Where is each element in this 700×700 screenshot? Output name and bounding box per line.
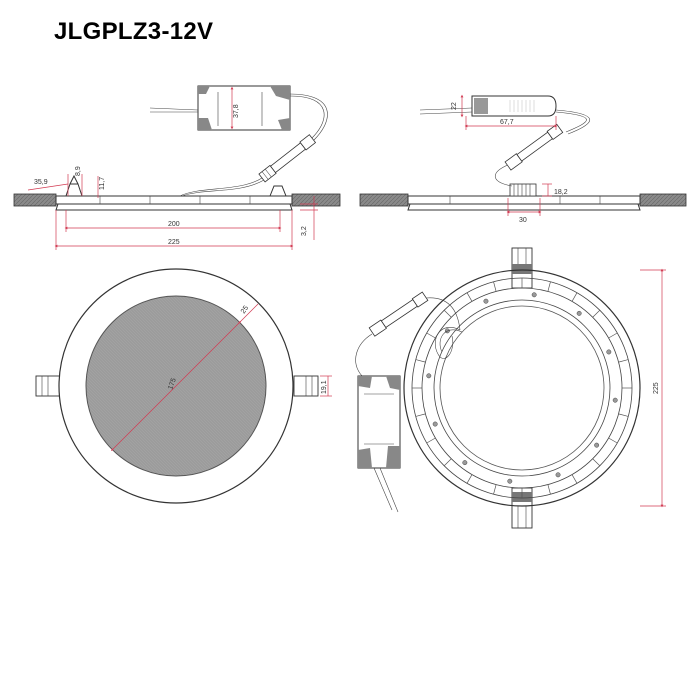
rib-screw bbox=[531, 292, 537, 298]
rib-line bbox=[547, 484, 551, 495]
rib-line bbox=[571, 474, 578, 484]
dim-19-1: 19,1 bbox=[321, 380, 328, 394]
dim-225-back: 225 bbox=[653, 382, 660, 394]
dim-3-2: 3,2 bbox=[301, 226, 308, 236]
rib-line bbox=[426, 332, 436, 339]
rib-line bbox=[592, 309, 601, 318]
dim-22: 22 bbox=[451, 102, 458, 110]
dim-37-8: 37,8 bbox=[233, 104, 240, 118]
front-tab-left bbox=[35, 375, 61, 397]
rib-screw bbox=[606, 349, 612, 355]
side-view-right: 22 67,7 18,2 30 bbox=[359, 94, 687, 224]
dim-30: 30 bbox=[519, 217, 527, 224]
back-inner-ring-a bbox=[433, 299, 611, 477]
dim-200: 200 bbox=[168, 221, 180, 228]
rib-line bbox=[443, 309, 452, 318]
dim-67-7: 67,7 bbox=[500, 119, 514, 126]
side-view-left: 37,8 35,9 8,9 11,7 200 225 3,2 bbox=[13, 85, 341, 250]
rib-line bbox=[571, 292, 578, 302]
dim-8-9: 8,9 bbox=[75, 166, 82, 176]
dim-225-side: 225 bbox=[168, 239, 180, 246]
rib-line bbox=[608, 332, 618, 339]
rib-line bbox=[443, 458, 452, 467]
rib-screw bbox=[555, 472, 561, 478]
rib-line bbox=[592, 458, 601, 467]
front-tab-right bbox=[293, 375, 319, 397]
rib-screw bbox=[426, 373, 432, 379]
rib-line bbox=[547, 281, 551, 292]
rib-line bbox=[608, 437, 618, 444]
rib-screw bbox=[576, 310, 582, 316]
dim-35-9: 35,9 bbox=[34, 179, 48, 186]
ceiling-left-a bbox=[13, 193, 57, 207]
rib-line bbox=[466, 474, 473, 484]
dim-11-7: 11,7 bbox=[99, 177, 106, 190]
rib-screw bbox=[483, 298, 489, 304]
dim-25: 25 bbox=[240, 305, 250, 315]
rib-screw bbox=[612, 397, 618, 403]
rib-line bbox=[466, 292, 473, 302]
product-title: JLGPLZ3-12V bbox=[54, 18, 214, 45]
rib-screw bbox=[594, 442, 600, 448]
rib-screw bbox=[432, 421, 438, 427]
front-view: 175 25 19,1 bbox=[35, 268, 332, 504]
rib-line bbox=[415, 413, 426, 417]
back-outer-rim bbox=[403, 269, 641, 507]
rib-line bbox=[415, 359, 426, 363]
ceiling-right-b bbox=[639, 193, 687, 207]
back-ribs bbox=[412, 278, 632, 498]
dim-18-2: 18,2 bbox=[554, 189, 568, 196]
rib-line bbox=[618, 359, 629, 363]
ceiling-right-a bbox=[359, 193, 409, 207]
back-view: 225 bbox=[355, 247, 666, 529]
back-rib-ring bbox=[421, 287, 623, 489]
rib-line bbox=[618, 413, 629, 417]
rib-screw bbox=[507, 478, 513, 484]
rib-line bbox=[493, 484, 497, 495]
rib-screw bbox=[462, 460, 468, 466]
dim-175: 175 bbox=[167, 377, 178, 390]
rib-line bbox=[493, 281, 497, 292]
rib-line bbox=[426, 437, 436, 444]
back-inner-ring-b bbox=[439, 305, 605, 471]
